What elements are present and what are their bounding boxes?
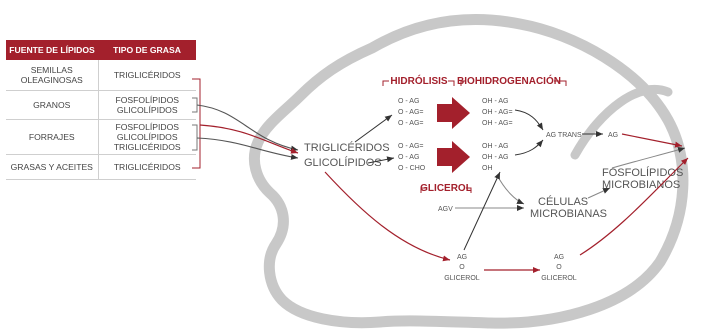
ag-glycerol-1-o: O [459,264,465,271]
arrow-bio-bottom-to-agtrans [514,139,544,156]
label-glicolípidos: GLICOLÍPIDOS [304,156,382,169]
hydrolysis-bracket [382,80,455,86]
glycerol-bracket [420,187,472,193]
rumen-inner-fold [570,84,673,160]
header-fat-type: TIPO DE GRASA [98,40,196,60]
table-row: GRANOS FOSFOLÍPIDOS GLICOLÍPIDOS [6,90,196,120]
cell-source: FORRAJES [6,119,99,155]
ag-label: AG [608,132,618,139]
arrow-to-triglycerides [196,104,299,152]
ag-glycerol-1-ag: AG [457,254,467,261]
arrow-hub-to-hydrolysis-top [354,114,393,143]
table-row: FORRAJES FOSFOLÍPIDOS GLICOLÍPIDOS TRIGL… [6,119,196,155]
ag-glycerol-1-glycerol: GLICEROL [444,275,480,282]
glycerol-label: GLICEROL [420,183,472,194]
cell-type-line: TRIGLICÉRIDOS [113,142,181,152]
hydrolysis-bottom-1: O - AG= [398,143,423,150]
arrow-to-glycolipids [196,137,299,160]
arrow-ag2-out [579,157,689,256]
bio-top-2: OH - AG= [482,109,513,116]
cell-type-line: GLICOLÍPIDOS [116,105,178,115]
cell-type-line: GLICOLÍPIDOS [116,132,178,142]
table-row: GRASAS Y ACEITES TRIGLICÉRIDOS [6,154,196,180]
hydrolysis-bottom-2: O - AG [398,154,419,161]
cell-type: TRIGLICÉRIDOS [98,60,196,91]
cell-type: TRIGLICÉRIDOS [98,154,196,180]
hydrolysis-bottom-3: O - CHO [398,165,426,172]
bracket-triglycerides [192,78,201,169]
arrow-hub-to-hydrolysis-bottom [367,156,395,164]
cells-line2: MICROBIANAS [530,208,607,220]
table-row: SEMILLAS OLEAGINOSAS TRIGLICÉRIDOS [6,60,196,91]
cell-type: FOSFOLÍPIDOS GLICOLÍPIDOS [98,90,196,120]
cell-source-line: FORRAJES [28,132,75,142]
cell-type-line: TRIGLICÉRIDOS [113,162,181,172]
arrow-bio-top-to-agtrans [514,109,544,131]
phospholipids-line1: FOSFOLÍPIDOS [602,166,683,179]
ag-glycerol-2-o: O [556,264,562,271]
agv-label: AGV [438,206,453,213]
hydrolysis-top-3: O - AG= [398,120,423,127]
arrow-fats-to-hub [199,124,299,154]
label-triglicéridos: TRIGLICÉRIDOS [304,141,390,154]
cell-type-line: FOSFOLÍPIDOS [115,122,179,132]
hydrolysis-label: HIDRÓLISIS [390,74,448,87]
table-header-row: FUENTE DE LÍPIDOS TIPO DE GRASA [6,40,196,60]
biohydrogenation-label: BIOHIDROGENACIÓN [457,74,561,87]
cell-type-line: FOSFOLÍPIDOS [115,95,179,105]
red-arrow-top [437,97,470,129]
cell-source: GRASAS Y ACEITES [6,154,99,180]
cells-line1: CÉLULAS [538,195,588,208]
cell-source: GRANOS [6,90,99,120]
bio-bottom-2: OH - AG [482,154,508,161]
phospholipids-line2: MICROBIANOS [602,179,680,191]
lipid-source-table: FUENTE DE LÍPIDOS TIPO DE GRASA SEMILLAS… [6,40,196,180]
cell-type: FOSFOLÍPIDOS GLICOLÍPIDOS TRIGLICÉRIDOS [98,119,196,155]
red-arrow-bottom [437,141,470,173]
bio-top-3: OH - AG= [482,120,513,127]
arrow-ag-out [621,133,683,148]
ag-glycerol-2-glycerol: GLICEROL [541,275,577,282]
bio-bottom-1: OH - AG [482,143,508,150]
cell-source-line: SEMILLAS [30,65,73,75]
ag-glycerol-2-ag: AG [554,254,564,261]
arrow-bio-to-cells [496,174,525,205]
cell-source-line: OLEAGINOSAS [20,75,83,85]
header-lipid-source: FUENTE DE LÍPIDOS [6,40,98,60]
hydrolysis-top-2: O - AG= [398,109,423,116]
cell-source: SEMILLAS OLEAGINOSAS [6,60,99,91]
rumen-outline [249,13,689,329]
hydrolysis-top-1: O - AG [398,98,419,105]
arrow-hub-to-ag-glicerol [324,171,451,262]
biohydrogenation-bracket [460,80,567,86]
cell-source-line: GRANOS [33,100,71,110]
ag-trans-label: AG TRANS [546,132,582,139]
bio-top-1: OH - AG [482,98,508,105]
cell-type-line: TRIGLICÉRIDOS [113,70,181,80]
cell-source-line: GRASAS Y ACEITES [10,162,93,172]
arrow-ag1-up [463,171,501,251]
arrow-cells-to-phospholipids [587,187,611,199]
bio-bottom-3: OH [482,165,493,172]
arrow-phospholipids-out [611,146,686,169]
